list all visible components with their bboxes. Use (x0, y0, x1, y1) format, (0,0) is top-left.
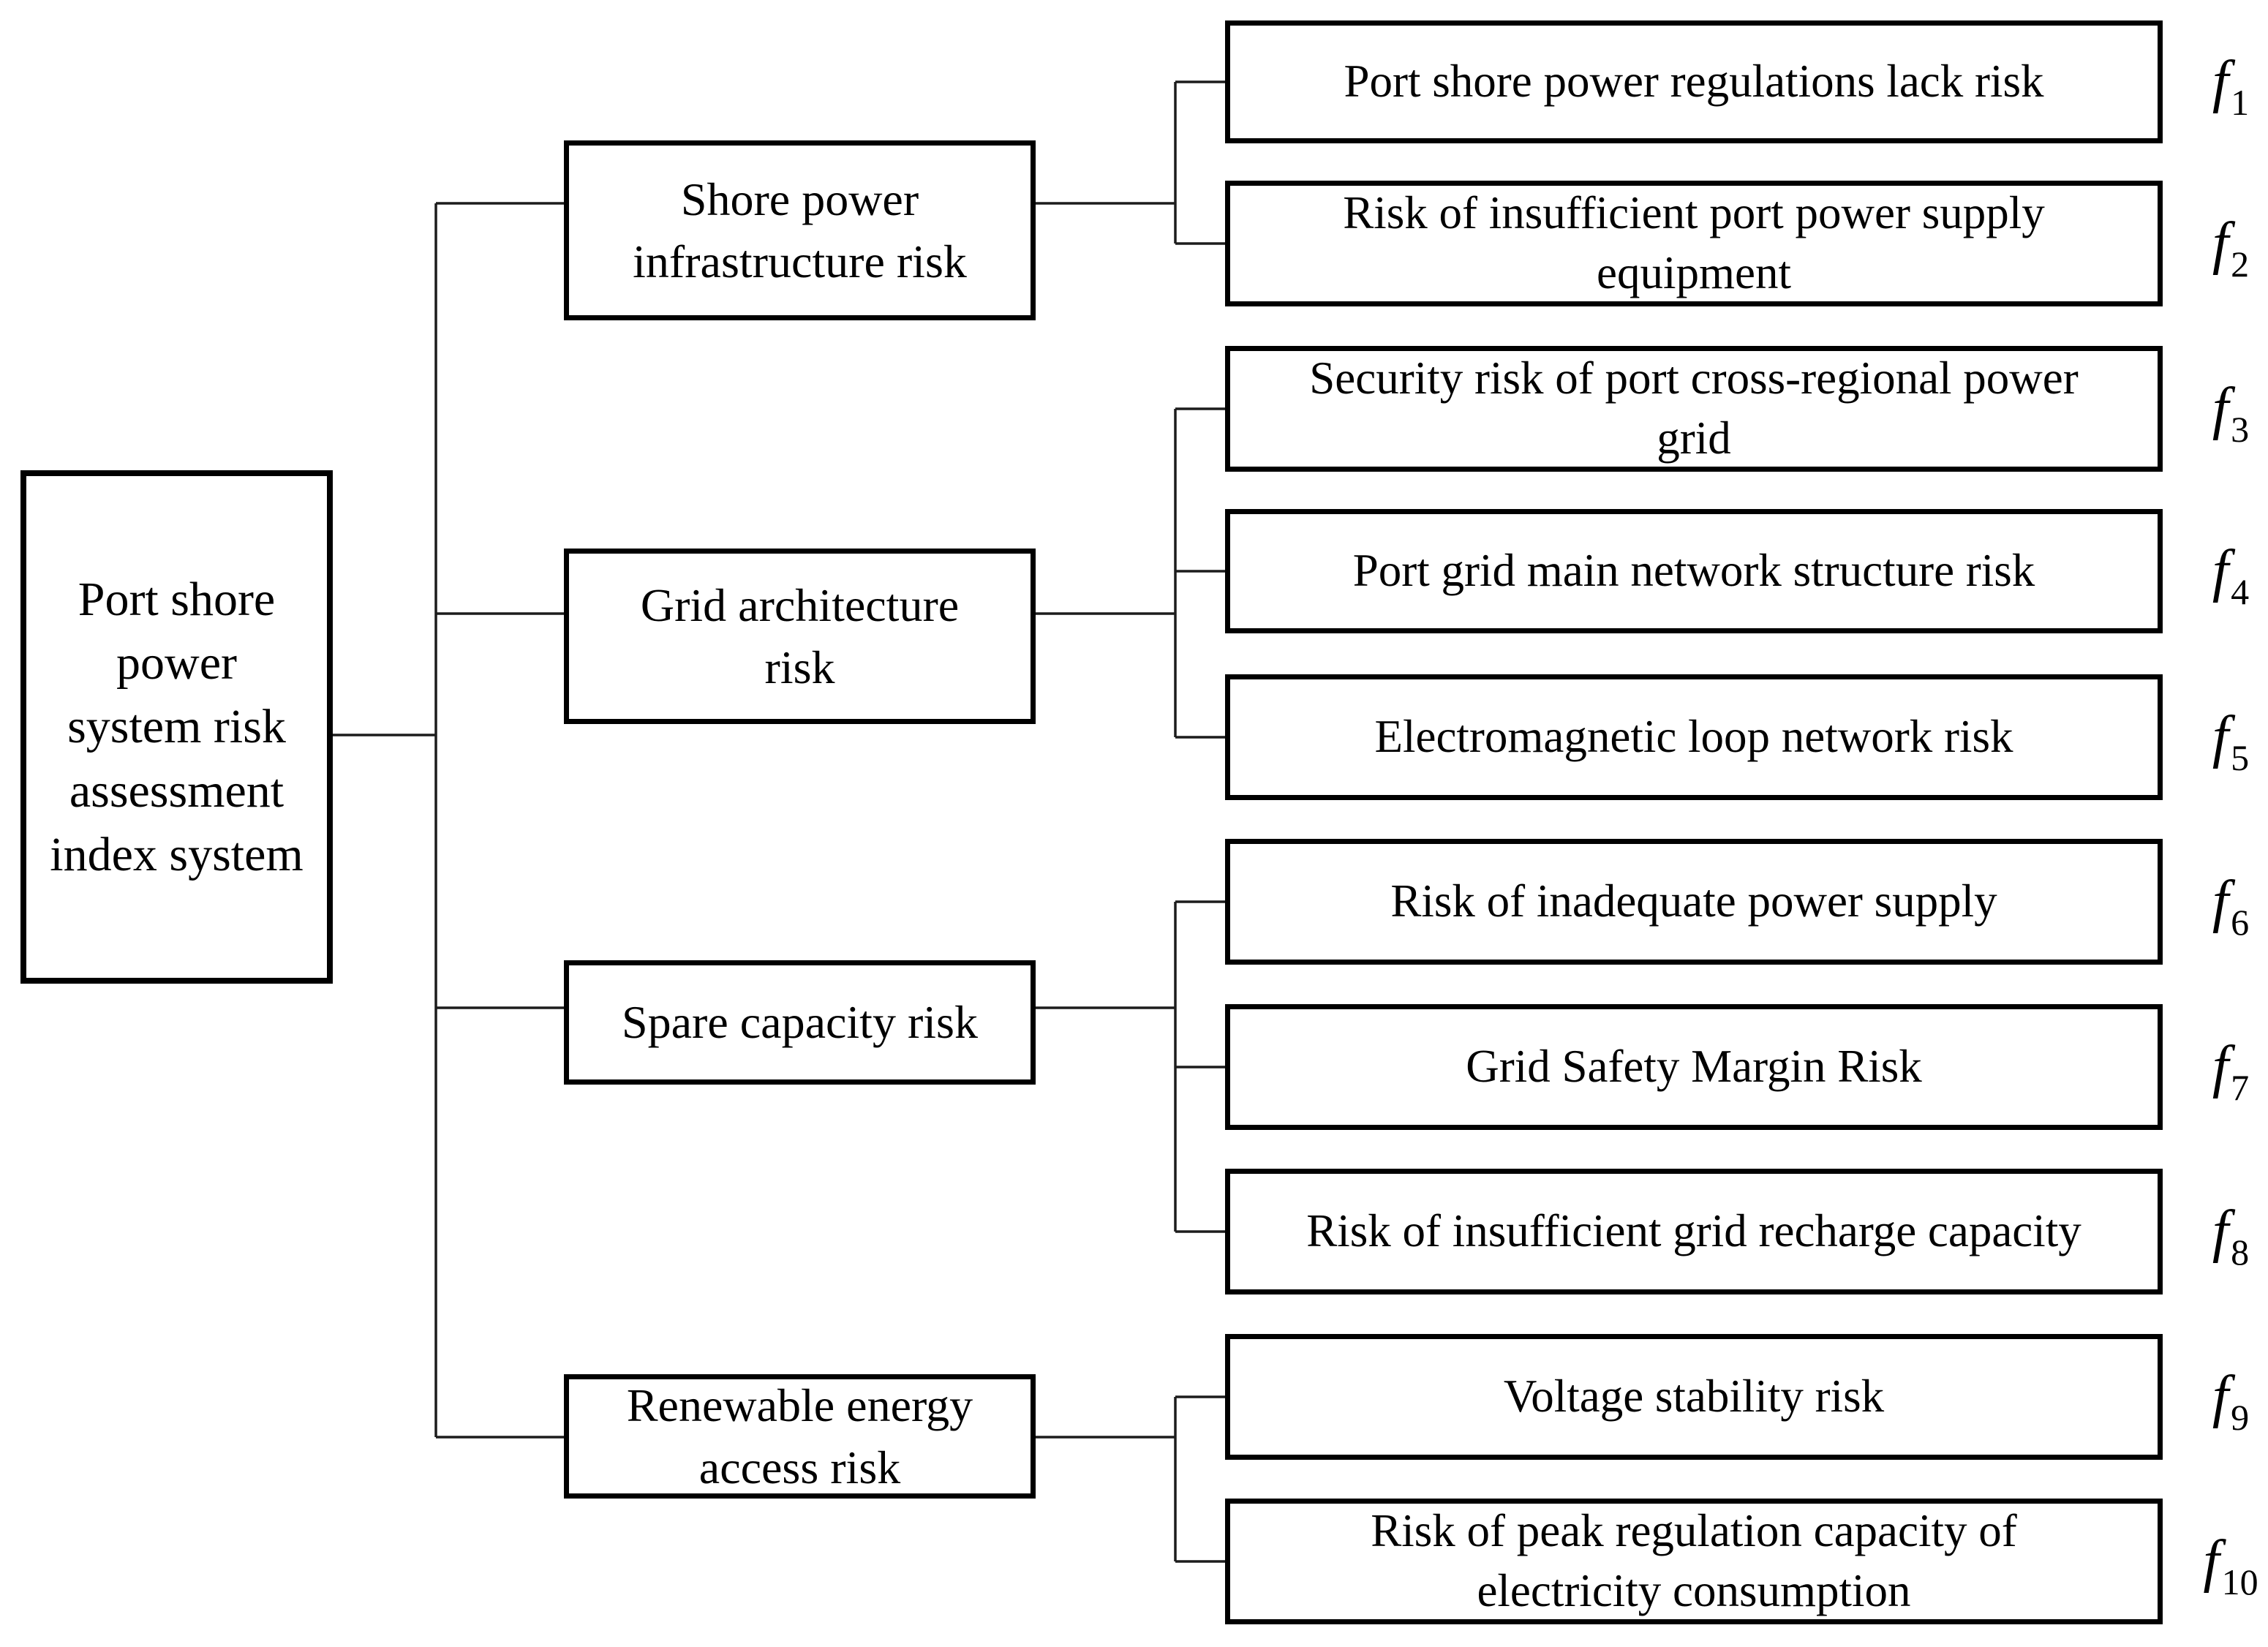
factor-symbol-subscript: 3 (2231, 408, 2250, 450)
root-node: Port shore power system risk assessment … (20, 470, 333, 984)
factor-symbol-base: f (2212, 1365, 2229, 1429)
factor-symbol-base: f (2212, 211, 2229, 276)
factor-node-f1: Port shore power regulations lack risk (1225, 20, 2163, 143)
factor-node-f8: Risk of insufficient grid recharge capac… (1225, 1169, 2163, 1294)
factor-symbol-base: f (2212, 539, 2229, 603)
factor-symbol-subscript: 7 (2231, 1066, 2250, 1108)
factor-node-f9: Voltage stability risk (1225, 1334, 2163, 1460)
category-node-grid-architecture: Grid architecture risk (564, 549, 1036, 724)
factor-symbol-subscript: 10 (2221, 1561, 2258, 1602)
category-node-spare-capacity: Spare capacity risk (564, 960, 1036, 1085)
factor-symbol-subscript: 9 (2231, 1396, 2250, 1438)
factor-node-f4: Port grid main network structure risk (1225, 509, 2163, 633)
factor-node-f3: Security risk of port cross-regional pow… (1225, 346, 2163, 472)
factor-symbol-subscript: 1 (2231, 81, 2250, 123)
factor-node-f10: Risk of peak regulation capacity of elec… (1225, 1499, 2163, 1624)
factor-node-f2: Risk of insufficient port power supply e… (1225, 181, 2163, 306)
factor-node-f6: Risk of inadequate power supply (1225, 839, 2163, 965)
factor-symbol-subscript: 8 (2231, 1231, 2250, 1273)
factor-symbol-base: f (2212, 50, 2229, 114)
factor-symbol-base: f (2212, 870, 2229, 934)
factor-symbol-subscript: 4 (2231, 570, 2250, 612)
factor-symbol-base: f (2203, 1529, 2220, 1594)
factor-symbol-base: f (2212, 377, 2229, 441)
category-node-renewable-energy-access: Renewable energy access risk (564, 1374, 1036, 1499)
factor-symbol-subscript: 6 (2231, 901, 2250, 943)
factor-symbol-base: f (2212, 1035, 2229, 1099)
factor-node-f5: Electromagnetic loop network risk (1225, 674, 2163, 800)
factor-symbol-subscript: 2 (2231, 243, 2250, 284)
factor-node-f7: Grid Safety Margin Risk (1225, 1004, 2163, 1130)
factor-symbol-subscript: 5 (2231, 736, 2250, 778)
category-node-shore-power-infrastructure: Shore power infrastructure risk (564, 140, 1036, 320)
factor-symbol-base: f (2212, 705, 2229, 769)
factor-symbol-base: f (2212, 1199, 2229, 1264)
